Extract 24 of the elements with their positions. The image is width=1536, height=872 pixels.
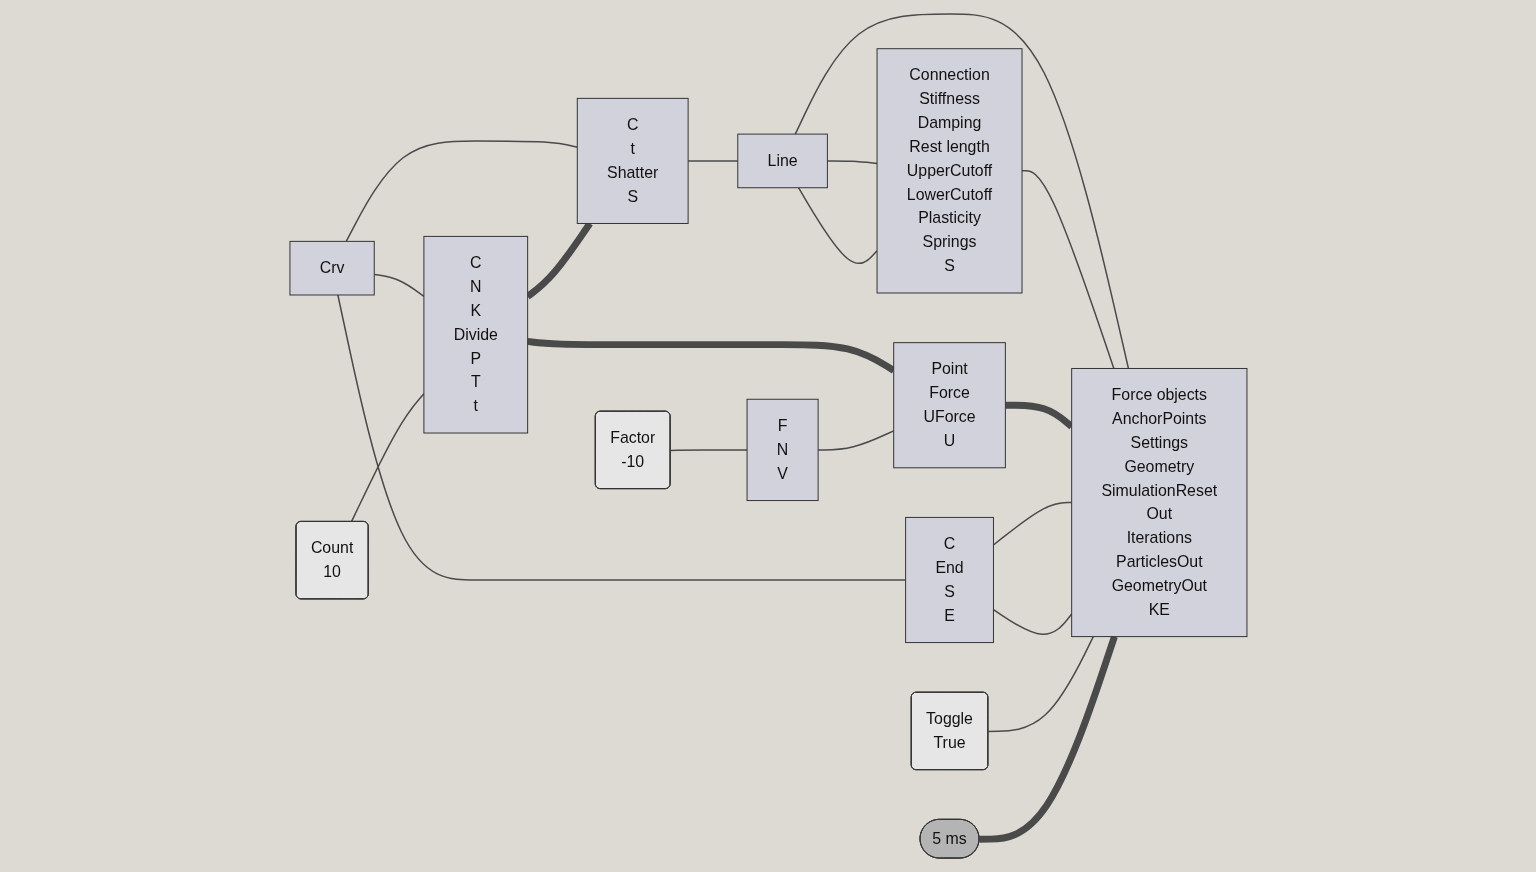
- connector: [1020, 170, 1115, 370]
- connector: [992, 501, 1072, 546]
- connector: [669, 449, 748, 452]
- node-box: F N V: [746, 398, 819, 502]
- node-box: C End S E: [904, 516, 994, 644]
- connector: [686, 160, 739, 162]
- node-box: Crv: [289, 240, 375, 296]
- connector: [979, 635, 1118, 843]
- node-box: C N K Divide P T t: [422, 235, 528, 434]
- node-box: Connection Stiffness Damping Rest length UpperCutoff LowerCutoff Plasticity Springs S: [876, 48, 1023, 294]
- node-box: Point Force UForce U: [892, 342, 1006, 469]
- node-box: C t Shatter S: [576, 97, 689, 224]
- node-box: Line: [736, 133, 828, 189]
- connector: [350, 393, 425, 523]
- connector: [794, 13, 1129, 370]
- connector: [992, 608, 1072, 636]
- connector: [797, 187, 878, 265]
- connector: [816, 430, 894, 451]
- connector: [826, 160, 878, 165]
- connector: [373, 273, 425, 298]
- connector: [987, 635, 1094, 733]
- connector: [336, 294, 906, 581]
- connector: [345, 140, 578, 243]
- node-box: Force objects AnchorPoints Settings Geometry SimulationReset Out Iterations ParticlesOut GeometryOut KE: [1070, 367, 1247, 638]
